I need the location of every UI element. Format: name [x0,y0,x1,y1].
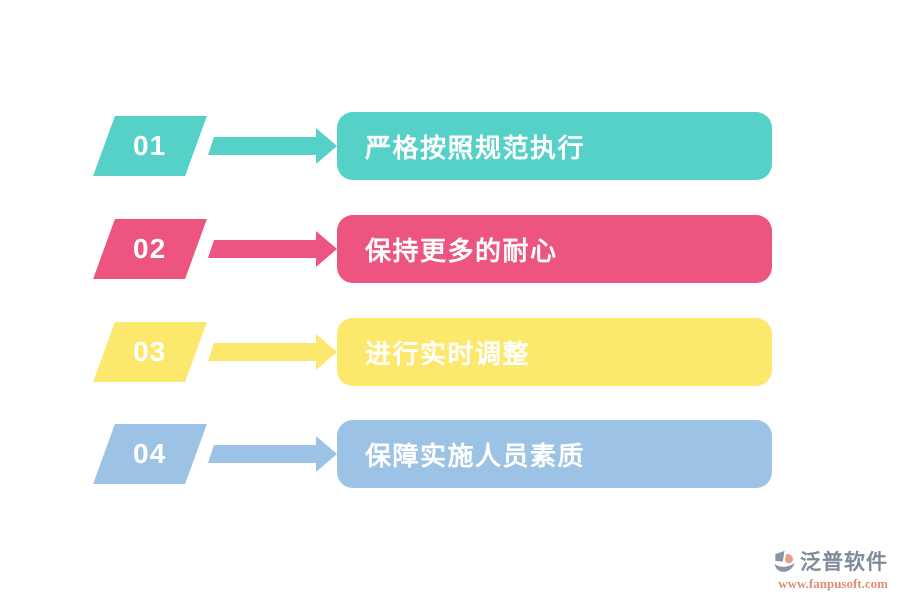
step-3-label: 进行实时调整 [365,338,531,369]
step-2-label: 保持更多的耐心 [365,235,558,266]
step-2-number-shape: 02 [93,219,207,279]
step-row-4: 04 保障实施人员素质 [0,420,900,488]
fanpu-logo-icon [774,550,795,572]
step-2-label-bar: 保持更多的耐心 [337,215,772,283]
arrow-right-icon [208,436,337,472]
step-1-number: 01 [133,130,167,161]
step-4-label-bar: 保障实施人员素质 [337,420,772,488]
step-1-number-shape: 01 [93,116,207,176]
fanpu-url-text: www.fanpusoft.com [778,576,888,591]
step-row-3: 03 进行实时调整 [0,318,900,386]
step-2-number: 02 [133,233,167,264]
step-3-number-shape: 03 [93,322,207,382]
step-3-label-bar: 进行实时调整 [337,318,772,386]
step-row-1: 01 严格按照规范执行 [0,112,900,180]
fanpu-brand-text: 泛普软件 [800,551,888,574]
step-3-number: 03 [133,336,167,367]
step-1-label: 严格按照规范执行 [365,132,586,163]
step-4-number-shape: 04 [93,424,207,484]
step-1-label-bar: 严格按照规范执行 [337,112,772,180]
step-row-2: 02 保持更多的耐心 [0,215,900,283]
step-4-number: 04 [133,438,167,469]
arrow-right-icon [208,231,337,267]
step-4-label: 保障实施人员素质 [365,440,586,471]
fanpu-watermark: 泛普软件 www.fanpusoft.com [772,550,888,590]
arrow-right-icon [208,334,337,370]
arrow-right-icon [208,128,337,164]
